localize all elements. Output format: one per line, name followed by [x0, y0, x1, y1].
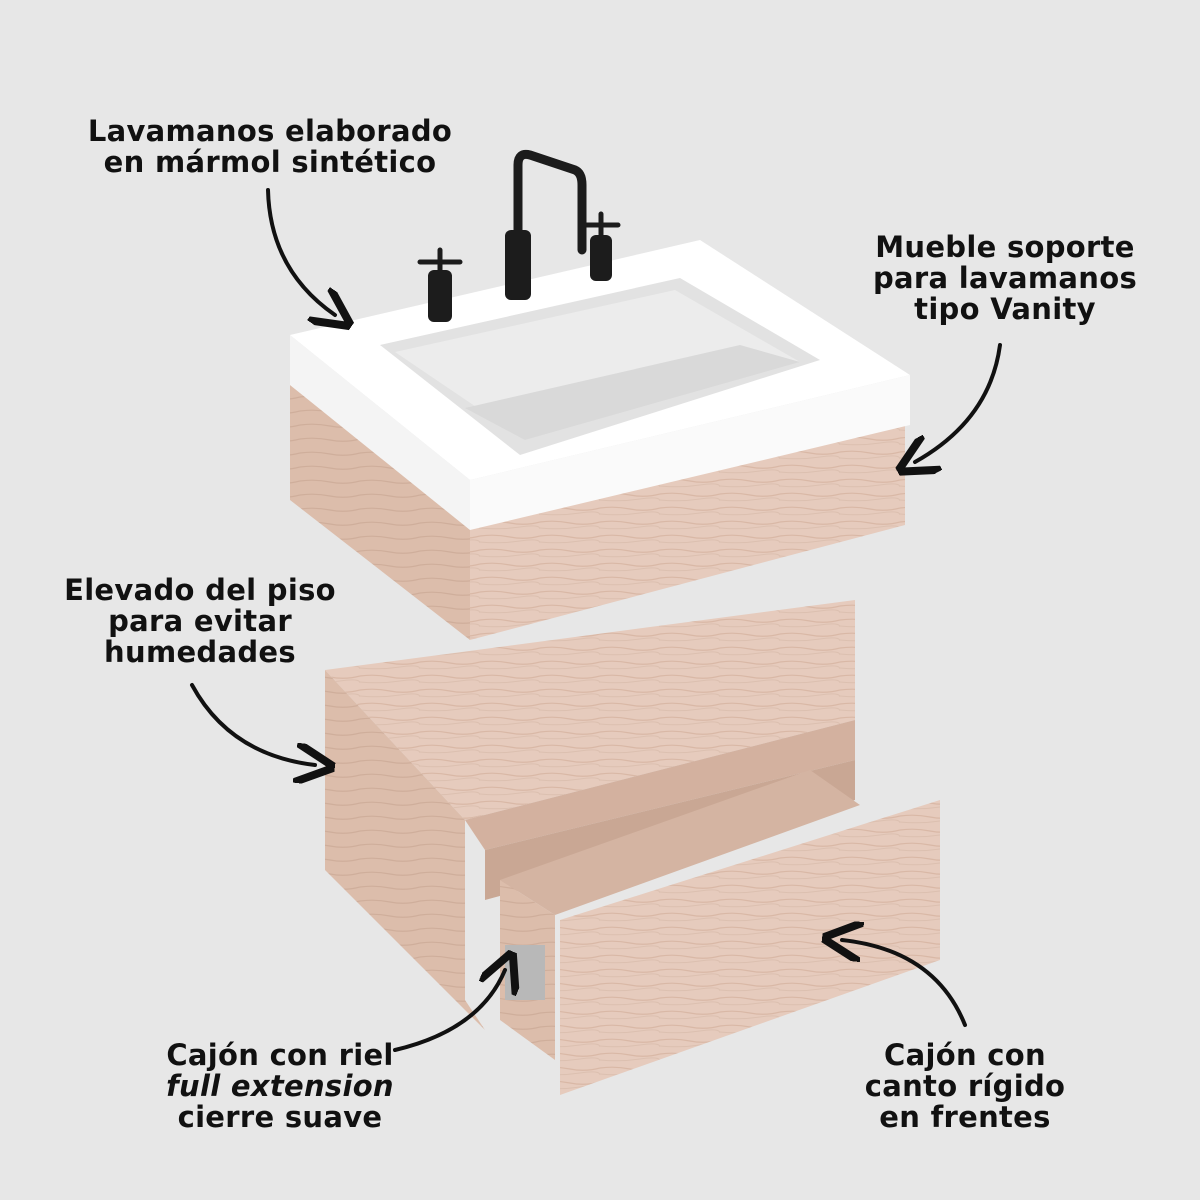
callout-line: cierre suave — [177, 1100, 383, 1134]
rail-arrow — [393, 970, 505, 1052]
callout-line: Lavamanos elaborado — [87, 114, 453, 148]
callout-line: canto rígido — [864, 1069, 1066, 1103]
sink-arrow — [266, 188, 335, 315]
elevated-arrow — [190, 683, 315, 765]
front-arrow — [842, 940, 967, 1027]
callout-line: Cajón con — [884, 1038, 1046, 1072]
drawer-rail-callout: Cajón con riel full extension cierre sua… — [120, 1040, 440, 1133]
open-drawer — [500, 770, 940, 1095]
callout-line-italic: full extension — [166, 1069, 394, 1103]
drawer-front-callout: Cajón con canto rígido en frentes — [830, 1040, 1100, 1133]
elevated-callout: Elevado del piso para evitar humedades — [40, 575, 360, 668]
sink-callout: Lavamanos elaborado en mármol sintético — [60, 116, 480, 178]
vanity-callout: Mueble soporte para lavamanos tipo Vanit… — [860, 232, 1150, 325]
callout-line: en frentes — [879, 1100, 1051, 1134]
callout-arrows — [190, 188, 1002, 1052]
vanity-arrow — [915, 343, 1002, 462]
callout-line: en mármol sintético — [103, 145, 437, 179]
callout-line: Mueble soporte — [875, 230, 1135, 264]
callout-line: humedades — [104, 635, 296, 669]
callout-line: Cajón con riel — [166, 1038, 394, 1072]
callout-line: tipo Vanity — [914, 292, 1096, 326]
upper-vanity-cabinet — [290, 385, 905, 640]
callout-line: para evitar — [108, 604, 292, 638]
callout-line: Elevado del piso — [64, 573, 336, 607]
callout-line: para lavamanos — [872, 261, 1138, 295]
faucet — [417, 150, 621, 322]
